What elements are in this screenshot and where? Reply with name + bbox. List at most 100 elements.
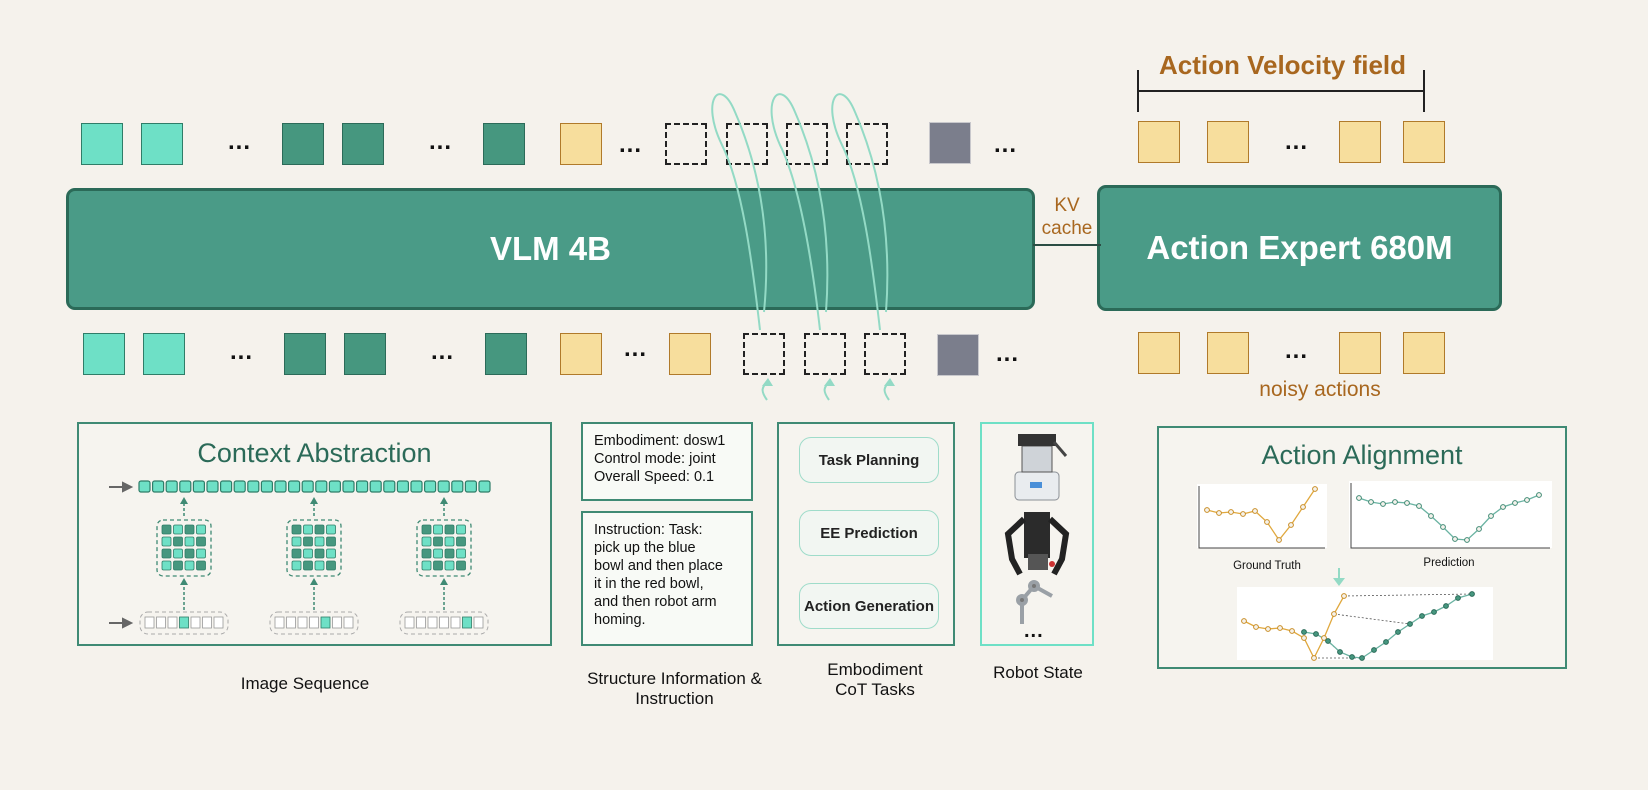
plot-point <box>1204 507 1210 513</box>
compressed-token <box>220 480 233 493</box>
action-generation-pill: Action Generation <box>799 583 939 629</box>
cot-token <box>804 333 846 375</box>
frame-token <box>213 616 224 629</box>
patch-token <box>184 524 195 535</box>
robot-state-label: Robot State <box>993 663 1083 682</box>
instruction-line: and then robot arm <box>594 594 717 610</box>
patch-token <box>314 560 325 571</box>
patch-token <box>291 548 302 559</box>
plot-point <box>1380 501 1386 507</box>
patch-token <box>303 560 313 571</box>
patch-token <box>433 560 443 571</box>
patch-token <box>444 548 455 559</box>
noisy-actions-label: noisy actions <box>1259 378 1381 401</box>
ellipsis: ... <box>1024 620 1044 642</box>
context-abstraction-panel: Context Abstraction <box>77 422 552 646</box>
patch-token <box>314 548 325 559</box>
plot-point <box>1356 495 1362 501</box>
cot-tasks-label: Embodiment CoT Tasks <box>827 660 923 699</box>
frame-token <box>473 616 484 629</box>
plot-point <box>1341 593 1347 599</box>
up-arrow-icon <box>180 497 188 504</box>
patch-token <box>161 536 172 547</box>
plot-point <box>1395 629 1401 635</box>
compressed-token <box>451 480 464 493</box>
ellipsis: ... <box>429 128 453 155</box>
action-expert-label: Action Expert 680M <box>1146 229 1453 266</box>
robot-images <box>1004 434 1070 624</box>
text-token <box>560 333 602 375</box>
patch-token <box>161 560 172 571</box>
instruction-line: Instruction: Task: <box>594 522 703 538</box>
compressed-token <box>288 480 301 493</box>
action-token <box>1207 332 1249 374</box>
vlm-block: VLM 4B <box>66 188 1035 310</box>
robot-icon <box>1014 434 1068 501</box>
patch-token <box>444 524 455 535</box>
plot-point <box>1392 499 1398 505</box>
instruction-line: homing. <box>594 612 646 628</box>
frame-token <box>202 616 212 629</box>
compressed-token <box>396 480 409 493</box>
plot-point <box>1349 654 1355 660</box>
plot-point <box>1313 631 1319 637</box>
plot-point <box>1337 649 1343 655</box>
frame-token <box>274 616 285 629</box>
cot-token <box>864 333 906 375</box>
plot-point <box>1301 635 1307 641</box>
ellipsis: ... <box>230 338 254 365</box>
velocity-field-label: Action Velocity field <box>1158 50 1407 80</box>
plot-point <box>1407 621 1413 627</box>
plot-point <box>1488 513 1494 519</box>
patch-token <box>303 524 313 535</box>
kv-cache-label: KV cache <box>1041 195 1093 239</box>
robot-state-panel: ... <box>980 422 1094 646</box>
plot-point <box>1431 609 1437 615</box>
image-token <box>81 123 123 165</box>
frame-token <box>167 616 178 629</box>
plot-point <box>1371 647 1377 653</box>
plot-point <box>1216 510 1222 516</box>
patch-token <box>444 536 455 547</box>
text-token <box>560 123 602 165</box>
patch-token <box>303 536 313 547</box>
up-arrow-icon <box>440 497 448 504</box>
up-arrow-icon <box>180 578 188 585</box>
plot-point <box>1368 499 1374 505</box>
plot-point <box>1264 519 1270 525</box>
up-arrow-icon <box>310 578 318 585</box>
ellipsis: ... <box>1285 337 1309 364</box>
plot-point <box>1252 508 1258 514</box>
compressed-token <box>342 480 355 493</box>
ellipsis: ... <box>996 340 1020 367</box>
image-token <box>83 333 125 375</box>
plot-point <box>1404 500 1410 506</box>
plot-point <box>1311 655 1317 661</box>
patch-token <box>456 524 466 535</box>
plot-point <box>1536 492 1542 498</box>
patch-token <box>161 524 172 535</box>
alignment-link <box>1333 613 1411 625</box>
frame-token <box>179 616 189 629</box>
frame-token <box>190 616 201 629</box>
ellipsis: ... <box>619 131 643 158</box>
frame-token <box>286 616 296 629</box>
patch-token <box>184 548 195 559</box>
patch-token <box>444 560 455 571</box>
plot-point <box>1452 536 1458 542</box>
plot-point <box>1512 500 1518 506</box>
patch-token <box>184 560 195 571</box>
alignment-link <box>1343 593 1473 597</box>
patch-token <box>456 560 466 571</box>
plot-point <box>1419 613 1425 619</box>
frame-token <box>439 616 449 629</box>
image-token <box>141 123 183 165</box>
ground-truth-label: Ground Truth <box>1233 560 1301 572</box>
frame-token <box>462 616 472 629</box>
embodiment-info-box: Embodiment: dosw1 Control mode: joint Ov… <box>581 422 753 501</box>
image-token <box>344 333 386 375</box>
compressed-token <box>369 480 382 493</box>
plot-point <box>1240 511 1246 517</box>
vlm-label: VLM 4B <box>489 230 611 267</box>
